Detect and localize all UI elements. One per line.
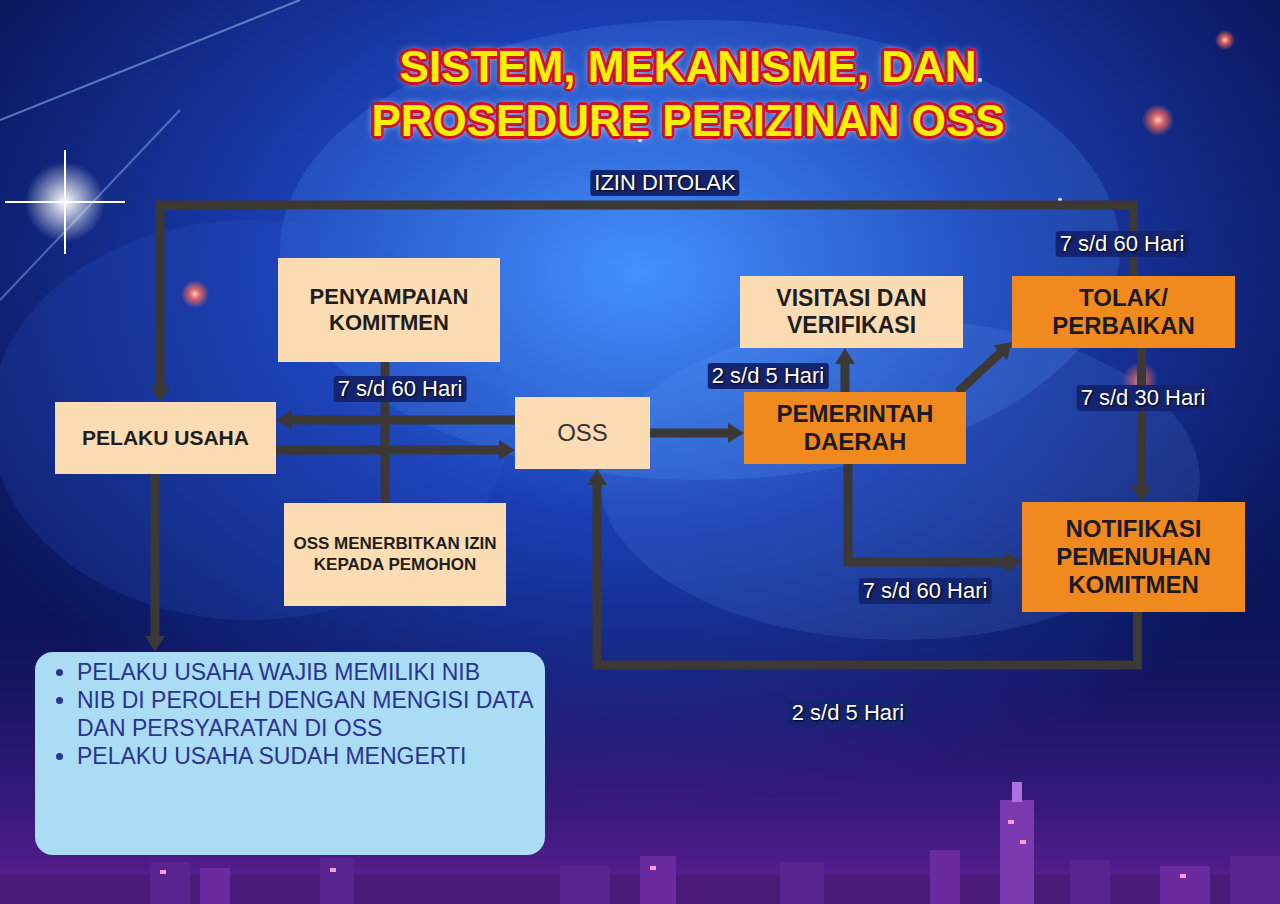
bullet-note: PELAKU USAHA WAJIB MEMILIKI NIB — [77, 658, 533, 686]
box-label: OSS MENERBITKAN IZIN KEPADA PEMOHON — [292, 534, 498, 574]
flow-arrow — [841, 362, 850, 392]
box-label: VISITASI DAN VERIFIKASI — [748, 285, 955, 339]
verification-box: VISITASI DAN VERIFIKASI — [740, 276, 963, 348]
flow-arrow — [290, 416, 515, 425]
tower — [1000, 800, 1034, 904]
duration-label: 2 s/d 5 Hari — [788, 700, 909, 726]
building — [150, 862, 190, 904]
box-label: TOLAK/ PERBAIKAN — [1020, 284, 1227, 341]
box-label: PEMERINTAH DAERAH — [752, 400, 958, 457]
building — [780, 862, 824, 904]
flow-arrow — [848, 464, 1008, 562]
window-light — [650, 866, 656, 870]
permit-box: OSS MENERBITKAN IZIN KEPADA PEMOHON — [284, 503, 506, 606]
government-box: PEMERINTAH DAERAH — [744, 392, 966, 464]
duration-label: 7 s/d 30 Hari — [1077, 385, 1210, 411]
duration-label: 2 s/d 5 Hari — [708, 363, 829, 389]
actor-box: PELAKU USAHA — [55, 402, 276, 474]
building — [200, 868, 230, 904]
orb — [1142, 104, 1174, 136]
window-light — [330, 868, 336, 872]
duration-label: 7 s/d 60 Hari — [334, 376, 467, 402]
bullet-note: PELAKU USAHA SUDAH MENGERTI — [77, 742, 533, 770]
building — [1160, 866, 1210, 904]
building — [1230, 856, 1280, 904]
building — [640, 856, 676, 904]
box-label: PELAKU USAHA — [82, 426, 249, 451]
flow-arrow — [958, 352, 1002, 392]
commitment-box: PENYAMPAIAN KOMITMEN — [278, 258, 500, 362]
window-light — [160, 870, 166, 874]
flow-arrow — [1137, 348, 1146, 488]
building — [1070, 860, 1110, 904]
info-panel: PELAKU USAHA WAJIB MEMILIKI NIBNIB DI PE… — [35, 652, 545, 855]
diagram-title: SISTEM, MEKANISME, DAN PROSEDURE PERIZIN… — [298, 40, 1078, 148]
rejection-box: TOLAK/ PERBAIKAN — [1012, 276, 1235, 348]
window-light — [1020, 840, 1026, 844]
flow-arrow — [650, 429, 730, 438]
tower-top — [1012, 782, 1022, 802]
duration-label: IZIN DITOLAK — [590, 170, 739, 196]
star-ray — [5, 201, 125, 203]
notification-box: NOTIFIKASI PEMENUHAN KOMITMEN — [1022, 502, 1245, 612]
system-box: OSS — [515, 397, 650, 469]
orb — [181, 280, 209, 308]
building — [930, 850, 960, 904]
box-label: OSS — [557, 419, 608, 447]
bullet-note: NIB DI PEROLEH DENGAN MENGISI DATA DAN P… — [77, 686, 533, 742]
building — [320, 858, 354, 904]
window-light — [1180, 874, 1186, 878]
box-label: PENYAMPAIAN KOMITMEN — [286, 284, 492, 336]
bullet-list: PELAKU USAHA WAJIB MEMILIKI NIBNIB DI PE… — [51, 658, 533, 770]
light-streak — [0, 110, 180, 300]
star — [978, 78, 982, 82]
building — [560, 866, 610, 904]
orb — [1215, 30, 1235, 50]
light-streak — [0, 0, 300, 120]
duration-label: 7 s/d 60 Hari — [1056, 231, 1189, 257]
window-light — [1008, 820, 1014, 824]
box-label: NOTIFIKASI PEMENUHAN KOMITMEN — [1030, 515, 1237, 600]
connectors — [155, 205, 1142, 665]
flow-arrow — [151, 474, 160, 638]
duration-label: 7 s/d 60 Hari — [859, 578, 992, 604]
